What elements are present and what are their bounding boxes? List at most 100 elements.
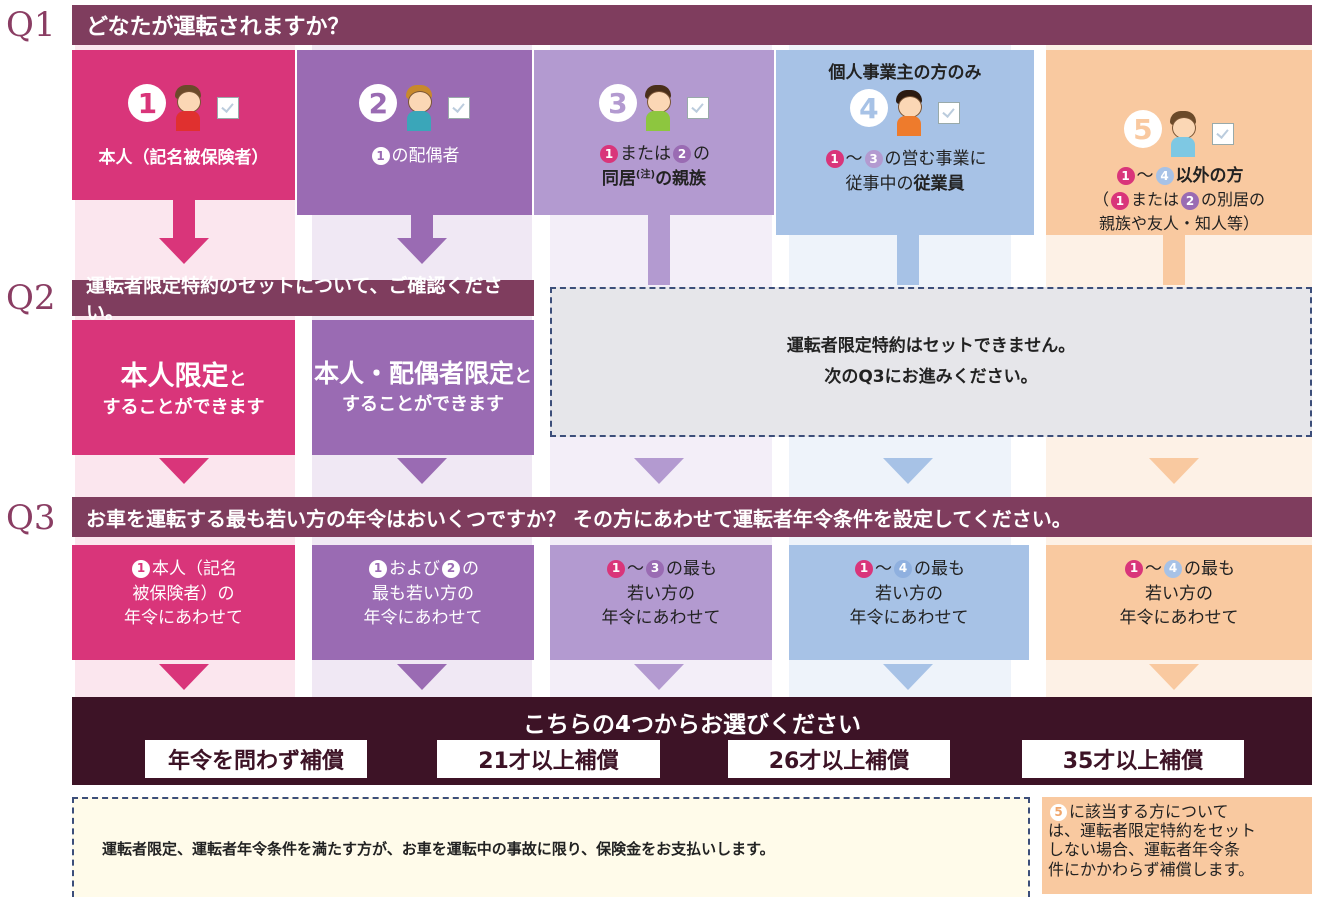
ref-badge: 3 xyxy=(646,560,664,578)
card-line3: 年令にあわせて xyxy=(601,608,721,629)
card-tail: の最も xyxy=(914,559,965,579)
card-mid: 〜 xyxy=(875,559,892,579)
note-line-1: 運転者限定特約はセットできません。 xyxy=(786,336,1076,357)
number-badge: 3 xyxy=(598,84,637,122)
option-text-line2b: の親族 xyxy=(655,169,707,189)
ref-badge: 1 xyxy=(132,560,150,578)
checkbox-icon[interactable] xyxy=(938,102,961,124)
person-icon xyxy=(172,85,204,131)
flow-stem xyxy=(1163,235,1185,285)
ref-badge: 1 xyxy=(855,560,873,578)
ref-badge: 1 xyxy=(607,560,625,578)
flow-arrow xyxy=(634,664,684,690)
card-mid: 〜 xyxy=(1145,559,1162,579)
flow-arrow xyxy=(159,238,209,264)
card-line2: 被保険者）の xyxy=(132,583,235,604)
person-icon xyxy=(1167,111,1199,157)
card-line3: 年令にあわせて xyxy=(1119,608,1239,629)
footer-note-text: 運転者限定、運転者年令条件を満たす方が、お車を運転中の事故に限り、保険金をお支払… xyxy=(102,839,775,858)
card-mid: 〜 xyxy=(627,559,644,579)
age-option-35[interactable]: 35才以上補償 xyxy=(1022,740,1244,778)
option-text-line1: の営む事業に xyxy=(884,149,987,169)
side-note-line2: は、運転者限定特約をセット xyxy=(1048,821,1257,841)
q3-question-bar: お車を運転する最も若い方の年令はおいくつですか？ その方にあわせて運転者年令条件… xyxy=(72,497,1312,537)
flow-arrow xyxy=(397,664,447,690)
ref-badge: 2 xyxy=(442,560,460,578)
number-badge: 4 xyxy=(849,89,888,127)
card-line3: 年令にあわせて xyxy=(363,608,483,629)
option-text-line2mid: または xyxy=(1130,190,1179,209)
card-big-text: 本人・配偶者限定 xyxy=(313,359,514,388)
q3-label: Q3 xyxy=(6,498,56,538)
ref-badge: 1 xyxy=(1116,167,1135,185)
ref-badge: 1 xyxy=(1110,191,1129,210)
person-icon xyxy=(403,85,435,131)
ref-badge: 1 xyxy=(825,150,844,168)
checkbox-icon[interactable] xyxy=(447,97,470,119)
card-line2: 若い方の xyxy=(627,583,695,604)
age-option-any[interactable]: 年令を問わず補償 xyxy=(145,740,367,778)
card-mid: および xyxy=(389,559,440,579)
ref-badge: 2 xyxy=(673,145,691,163)
flow-arrow xyxy=(397,238,447,264)
card-line1: 本人（記名 xyxy=(152,559,237,579)
card-line2: することができます xyxy=(342,394,504,415)
card-line2: することができます xyxy=(102,397,265,418)
age-option-26[interactable]: 26才以上補償 xyxy=(728,740,950,778)
q1-question-text: どなたが運転されますか？ xyxy=(86,15,350,40)
q3-question-text: お車を運転する最も若い方の年令はおいくつですか？ その方にあわせて運転者年令条件… xyxy=(86,506,1072,531)
flow-arrow xyxy=(883,458,933,484)
ref-badge: 4 xyxy=(1164,560,1182,578)
person-icon xyxy=(893,90,925,136)
ref-badge: 1 xyxy=(369,560,387,578)
flow-stem xyxy=(648,215,670,285)
checkbox-icon[interactable] xyxy=(216,97,239,119)
q1-option-1[interactable]: 1 本人（記名被保険者） xyxy=(72,50,295,200)
age-option-21[interactable]: 21才以上補償 xyxy=(437,740,660,778)
option-text-line2a: （ xyxy=(1092,190,1109,209)
card-big-text: 本人限定 xyxy=(120,361,229,392)
option-text-sep: 〜 xyxy=(845,149,863,169)
side-note-line3: しない場合、運転者年令条 xyxy=(1048,840,1241,860)
option-text-line2a: 従事中の xyxy=(845,174,914,194)
option-text-mid: または xyxy=(620,144,671,164)
q1-label: Q1 xyxy=(6,5,56,45)
flow-arrow xyxy=(159,664,209,690)
footer-note: 運転者限定、運転者年令条件を満たす方が、お車を運転中の事故に限り、保険金をお支払… xyxy=(72,797,1030,897)
side-note-line4: 件にかかわらず補償します。 xyxy=(1048,859,1255,879)
age-options-title: こちらの4つからお選びください xyxy=(522,712,861,738)
card-tail: の xyxy=(462,559,479,579)
checkbox-icon[interactable] xyxy=(687,97,710,119)
card-tail: の最も xyxy=(666,559,717,579)
option-text: の配偶者 xyxy=(391,146,460,166)
q2-card-2: 本人・配偶者限定と することができます xyxy=(312,320,534,455)
card-suffix: と xyxy=(228,369,247,390)
flow-arrow xyxy=(883,664,933,690)
q1-question-bar: どなたが運転されますか？ xyxy=(72,5,1312,45)
q2-card-1: 本人限定と することができます xyxy=(72,320,295,455)
number-badge: 2 xyxy=(359,84,398,122)
flow-stem xyxy=(411,215,433,240)
number-badge: 1 xyxy=(128,84,167,122)
flow-arrow xyxy=(159,458,209,484)
note-line-2: 次のQ3にお進みください。 xyxy=(824,367,1038,387)
flow-arrow xyxy=(397,458,447,484)
option-text-sep: 〜 xyxy=(1136,166,1154,186)
option-text-line3: 親族や友人・知人等） xyxy=(1098,214,1259,233)
card-line2: 最も若い方の xyxy=(372,583,474,604)
card-line3: 年令にあわせて xyxy=(124,608,243,629)
flow-arrow xyxy=(634,458,684,484)
card-line3: 年令にあわせて xyxy=(849,608,969,629)
option-text-line2a: 同居 xyxy=(601,169,636,189)
q2-not-available-note: 運転者限定特約はセットできません。 次のQ3にお進みください。 xyxy=(550,287,1312,437)
checkbox-icon[interactable] xyxy=(1212,123,1235,145)
